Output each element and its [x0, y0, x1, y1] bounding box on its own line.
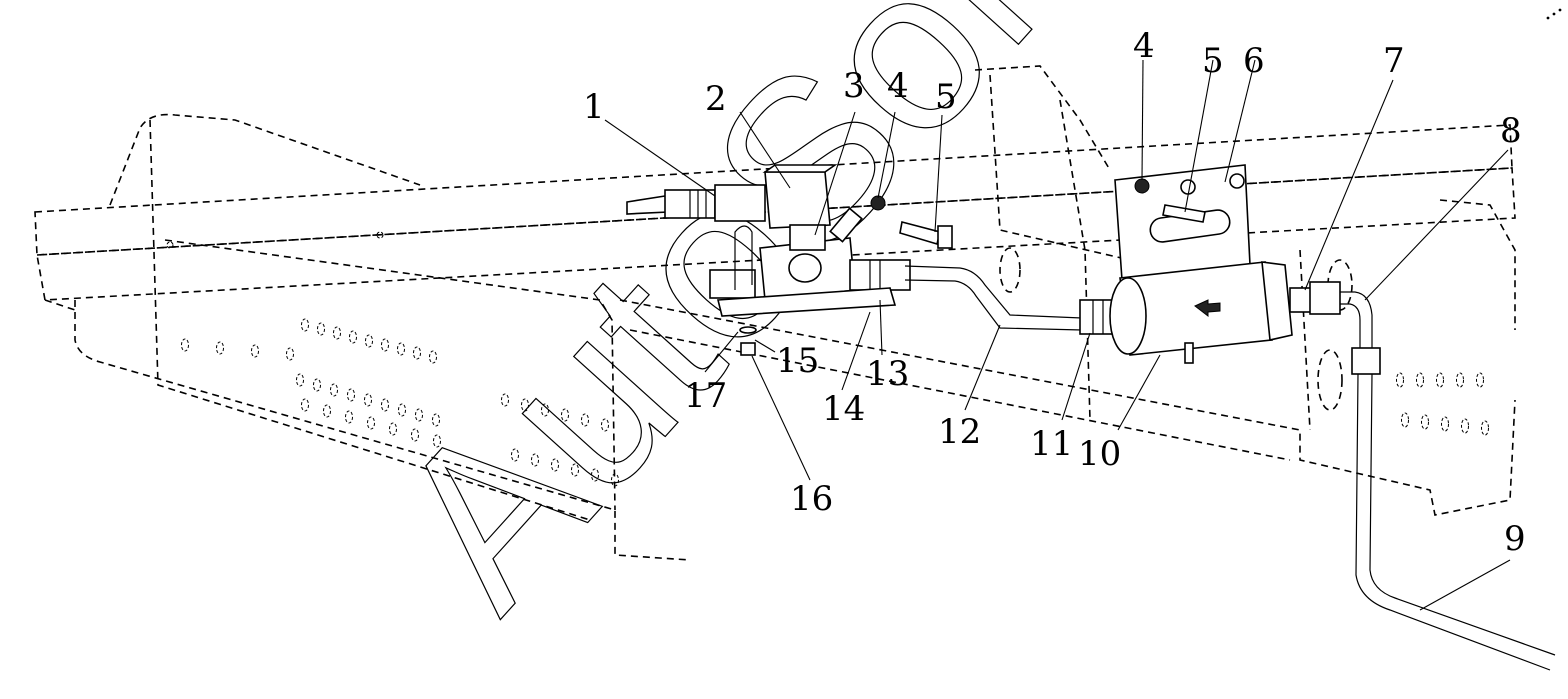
callout-4-right: 4: [1133, 26, 1155, 66]
frame-hole: [501, 393, 509, 407]
frame-hole: [511, 448, 519, 462]
frame-hole: [1396, 372, 1404, 388]
frame-hole: [216, 341, 224, 355]
frame-hole: [365, 334, 373, 348]
frame-hole: [301, 318, 309, 332]
frame-hole: [286, 347, 294, 361]
frame-hole: [397, 342, 405, 356]
frame-hole: [531, 453, 539, 467]
callout-3: 3: [843, 66, 865, 106]
frame-hole: [381, 338, 389, 352]
frame-hole: [333, 326, 341, 340]
callout-11: 11: [1030, 424, 1073, 464]
frame-hole: [541, 403, 549, 417]
callout-6: 6: [1243, 41, 1265, 81]
frame-hole: [1481, 420, 1489, 436]
frame-hole: [1401, 412, 1409, 428]
frame-hole: [591, 468, 599, 482]
callout-4-left: 4: [887, 66, 909, 106]
frame-hole: [251, 344, 259, 358]
frame-holes: [166, 231, 1489, 487]
filter-assembly: [1079, 164, 1556, 671]
frame-hole: [367, 416, 375, 430]
leader-lines: [604, 59, 1511, 611]
frame-hole: [571, 463, 579, 477]
frame-hole: [330, 383, 338, 397]
frame-hole: [376, 231, 384, 239]
pipe: [904, 265, 1083, 331]
frame-hole: [429, 350, 437, 364]
callout-labels: 1 2 3 4 5 4 5 6 7 8 9 10 11 12 13 14 15 …: [583, 26, 1526, 559]
frame-hole: [1456, 372, 1464, 388]
frame-hole: [301, 398, 309, 412]
frame-hole: [381, 398, 389, 412]
frame-hole: [561, 408, 569, 422]
watermark-text: AutoSoft: [345, 0, 1126, 653]
corner-mark: [1546, 8, 1562, 20]
callout-12: 12: [938, 412, 981, 452]
frame-hole: [1461, 418, 1469, 434]
frame-hole: [347, 388, 355, 402]
frame-hole: [1476, 372, 1484, 388]
frame-hole: [1416, 372, 1424, 388]
callout-2: 2: [705, 79, 727, 119]
frame-hole: [581, 413, 589, 427]
frame-hole: [296, 373, 304, 387]
callout-14: 14: [822, 389, 865, 429]
callout-7: 7: [1383, 41, 1405, 81]
valve-assembly: [626, 164, 953, 356]
frame-hole: [323, 404, 331, 418]
callout-15: 15: [776, 341, 819, 381]
frame-hole: [432, 413, 440, 427]
frame-hole: [601, 418, 609, 432]
frame-hole: [1441, 416, 1449, 432]
callout-5-right: 5: [1202, 41, 1224, 81]
callout-1: 1: [583, 87, 605, 127]
callout-10: 10: [1078, 434, 1121, 474]
callout-16: 16: [790, 479, 833, 519]
frame-hole: [551, 458, 559, 472]
frame-hole: [413, 346, 421, 360]
frame-hole: [611, 473, 619, 487]
frame-hole: [411, 428, 419, 442]
callout-8: 8: [1500, 111, 1522, 151]
frame-hole: [1421, 414, 1429, 430]
frame-hole: [313, 378, 321, 392]
frame-hole: [389, 422, 397, 436]
frame-hole: [433, 434, 441, 448]
chassis-frame: [34, 65, 1516, 561]
frame-hole: [521, 398, 529, 412]
frame-hole: [349, 330, 357, 344]
callout-5-left: 5: [935, 77, 957, 117]
frame-hole: [345, 410, 353, 424]
frame-hole: [398, 403, 406, 417]
frame-hole: [415, 408, 423, 422]
frame-hole: [1436, 372, 1444, 388]
frame-hole: [181, 338, 189, 352]
callout-9: 9: [1504, 519, 1526, 559]
callout-13: 13: [866, 354, 909, 394]
frame-hole: [317, 322, 325, 336]
frame-hole: [166, 241, 174, 249]
callout-17: 17: [684, 376, 727, 416]
frame-hole: [364, 393, 372, 407]
